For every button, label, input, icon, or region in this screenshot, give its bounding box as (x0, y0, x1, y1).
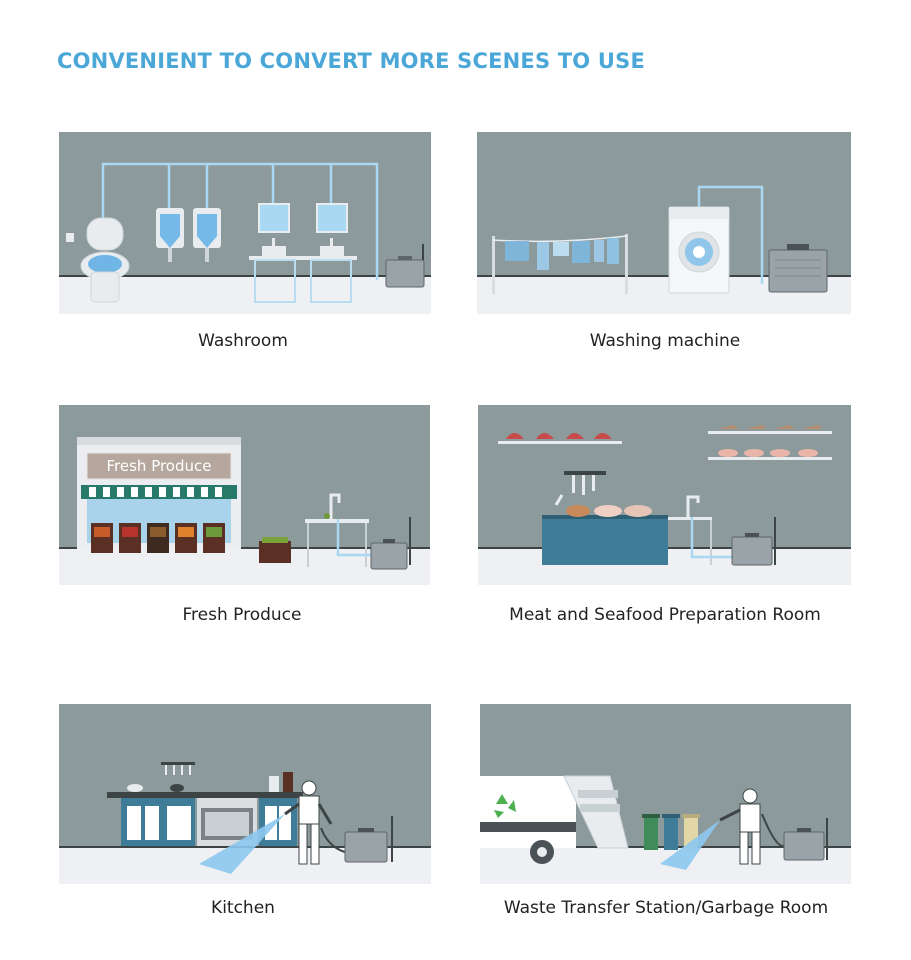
meat-seafood-illustration (478, 425, 851, 566)
washroom-caption: Washroom (198, 331, 288, 351)
meat-seafood-scene (478, 405, 851, 585)
spray-icon (199, 814, 285, 874)
knife-rack-icon (554, 471, 606, 506)
meat-shelf-icon (498, 433, 622, 444)
meat-seafood-caption: Meat and Seafood Preparation Room (509, 605, 821, 625)
ozone-generator-icon (385, 244, 425, 288)
fish-shelf-icon (708, 425, 832, 460)
waste-transfer-scene (480, 704, 851, 884)
waste-transfer-illustration (480, 775, 851, 870)
clothesline-icon (492, 234, 628, 294)
utensil-rack-icon (161, 762, 195, 775)
washroom-illustration (59, 162, 431, 303)
page-headline: CONVENIENT TO CONVERT MORE SCENES TO USE (57, 49, 645, 73)
kitchen-caption: Kitchen (211, 898, 275, 918)
worker-icon (719, 788, 761, 865)
sink-icon (249, 238, 357, 303)
ozone-generator-icon (344, 816, 393, 863)
faucet-icon (305, 493, 377, 567)
spray-icon (660, 820, 720, 870)
ozone-generator-icon (731, 517, 776, 566)
garbage-truck-icon (480, 775, 629, 864)
worker-icon (284, 780, 333, 865)
washing-machine-icon (668, 206, 730, 294)
mirror-icon (258, 203, 348, 233)
ozone-generator-icon (370, 517, 411, 570)
recycle-icon (494, 794, 516, 818)
store-sign: Fresh Produce (107, 457, 212, 475)
faucet-icon (668, 495, 732, 565)
washroom-scene (59, 132, 431, 314)
washing-machine-scene (477, 132, 851, 314)
washing-machine-caption: Washing machine (589, 331, 741, 351)
prep-counter-icon (542, 505, 668, 565)
urinal-icon (156, 208, 221, 262)
ozone-generator-icon (768, 244, 828, 293)
produce-crate-icon (91, 523, 291, 563)
washing-machine-illustration (477, 185, 851, 294)
toilet-icon (66, 217, 130, 303)
ozone-generator-icon (783, 818, 828, 861)
fresh-produce-caption: Fresh Produce (182, 605, 302, 625)
kitchen-scene (59, 704, 431, 884)
kitchen-illustration (59, 762, 431, 874)
waste-transfer-caption: Waste Transfer Station/Garbage Room (503, 898, 829, 918)
fresh-produce-scene: Fresh Produce (59, 405, 430, 585)
fresh-produce-illustration: Fresh Produce (59, 437, 430, 570)
stove-icon (107, 772, 303, 846)
